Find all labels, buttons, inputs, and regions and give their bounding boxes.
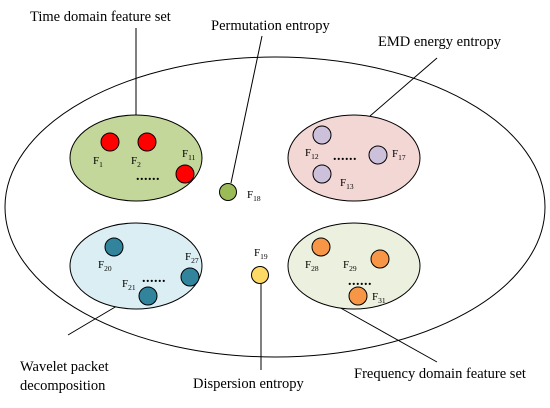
feature-label-f1: F1 (93, 155, 103, 169)
feature-label-f18: F18 (247, 189, 261, 203)
feature-label-f20: F20 (98, 259, 112, 273)
feature-label-f21: F21 (122, 278, 136, 292)
feature-label-f12: F12 (305, 147, 319, 161)
feature-label-f27: F27 (185, 251, 199, 265)
feature-dot-f2 (137, 132, 157, 152)
feature-dot-f29 (370, 249, 390, 269)
label-wavelet-packet-line2: decomposition (20, 378, 106, 394)
frequency-domain-feature-set: F28 F29 F31 ...... (287, 222, 421, 310)
feature-dot-f1 (100, 132, 120, 152)
feature-label-f11: F11 (182, 148, 196, 162)
frequency-leader-line (336, 305, 438, 363)
label-permutation-entropy: Permutation entropy (211, 18, 331, 34)
outer-feature-ellipse (4, 56, 546, 358)
feature-dot-f31 (348, 286, 368, 306)
time-domain-ellipsis: ...... (136, 169, 160, 184)
feature-dot-f18 (219, 183, 237, 201)
label-dispersion-entropy: Dispersion entropy (193, 376, 304, 392)
feature-label-f2: F2 (131, 155, 141, 169)
feature-label-f19: F19 (254, 247, 268, 261)
feature-label-f31: F31 (372, 291, 386, 305)
wavelet-set-ellipse (69, 222, 203, 310)
time-domain-feature-set: F1 F2 F11 ...... (69, 114, 203, 202)
feature-label-f29: F29 (343, 259, 357, 273)
emd-ellipsis: ...... (333, 149, 357, 164)
feature-dot-f19 (251, 266, 269, 284)
frequency-ellipsis: ...... (348, 274, 372, 289)
emd-energy-entropy-set: F12 F17 F13 ...... (287, 114, 421, 202)
feature-dot-f21 (138, 286, 158, 306)
feature-label-f13: F13 (340, 177, 354, 191)
feature-dot-f12 (312, 125, 332, 145)
wavelet-packet-set: F20 F27 F21 ...... (69, 222, 203, 310)
feature-dot-f11 (175, 164, 195, 184)
feature-dot-f27 (180, 267, 200, 287)
label-frequency-domain-feature-set: Frequency domain feature set (354, 366, 526, 382)
label-wavelet-packet-line1: Wavelet packet (20, 359, 109, 375)
feature-dot-f17 (368, 145, 388, 165)
feature-dot-f20 (104, 237, 124, 257)
label-emd-energy-entropy: EMD energy entropy (378, 34, 502, 50)
feature-label-f28: F28 (305, 259, 319, 273)
label-time-domain-feature-set: Time domain feature set (30, 9, 171, 25)
feature-dot-f28 (311, 237, 331, 257)
dispersion-entropy-feature: F19 (251, 247, 269, 284)
feature-label-f17: F17 (392, 148, 406, 162)
emd-leader-line (369, 57, 438, 117)
wavelet-ellipsis: ...... (142, 271, 166, 286)
permutation-leader-line (230, 35, 263, 184)
permutation-entropy-feature: F18 (219, 183, 261, 203)
feature-dot-f13 (312, 164, 332, 184)
